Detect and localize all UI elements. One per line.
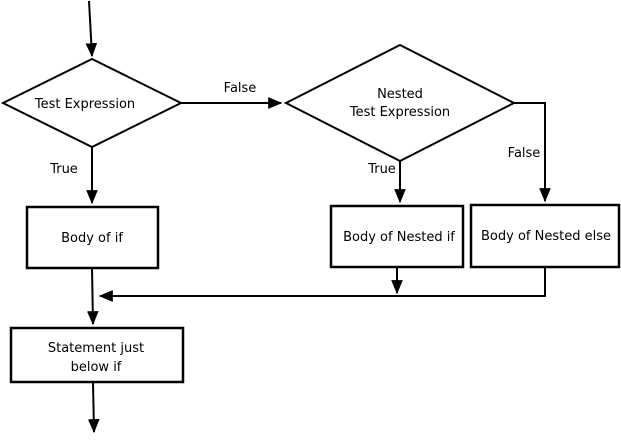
edge-label-nested-true: True: [367, 162, 396, 177]
edge-nested-false: [514, 102, 551, 203]
statement-below-if-label-line1: Statement just: [48, 341, 144, 356]
body-of-nested-else-box: [469, 203, 621, 269]
edge-nested-else-merge: [98, 267, 546, 302]
decision-nested-test-expression: Nested Test Expression: [283, 43, 517, 163]
test-expression-label: Test Expression: [34, 97, 135, 112]
edge-label-test-false: False: [224, 81, 257, 96]
nested-test-expression-label-line2: Test Expression: [349, 105, 450, 120]
edge-label-test-true: True: [49, 162, 78, 177]
process-body-of-nested-else: Body of Nested else: [469, 203, 621, 269]
edge-label-nested-false: False: [508, 146, 541, 161]
decision-test-expression: Test Expression: [0, 57, 184, 149]
entry-arrow: [85, 0, 98, 58]
body-of-nested-if-label: Body of Nested if: [343, 230, 455, 245]
nested-test-expression-label-line1: Nested: [377, 87, 423, 102]
statement-below-if-label-line2: below if: [71, 360, 122, 375]
body-of-if-box: [25, 205, 160, 270]
body-of-nested-if-box: [329, 204, 465, 269]
test-expression-diamond: [0, 57, 184, 149]
edge-body-if-down: [86, 267, 99, 326]
edges: [85, 0, 551, 434]
edge-labels: True False True False: [49, 81, 540, 177]
nested-test-expression-diamond: [283, 43, 517, 163]
process-body-of-if: Body of if: [25, 205, 160, 270]
process-statement-below-if: Statement just below if: [9, 326, 185, 384]
process-body-of-nested-if: Body of Nested if: [329, 204, 465, 269]
body-of-nested-else-label: Body of Nested else: [481, 229, 611, 244]
exit-arrow: [87, 381, 100, 434]
statement-below-if-box: [9, 326, 185, 384]
body-of-if-label: Body of if: [61, 231, 123, 246]
